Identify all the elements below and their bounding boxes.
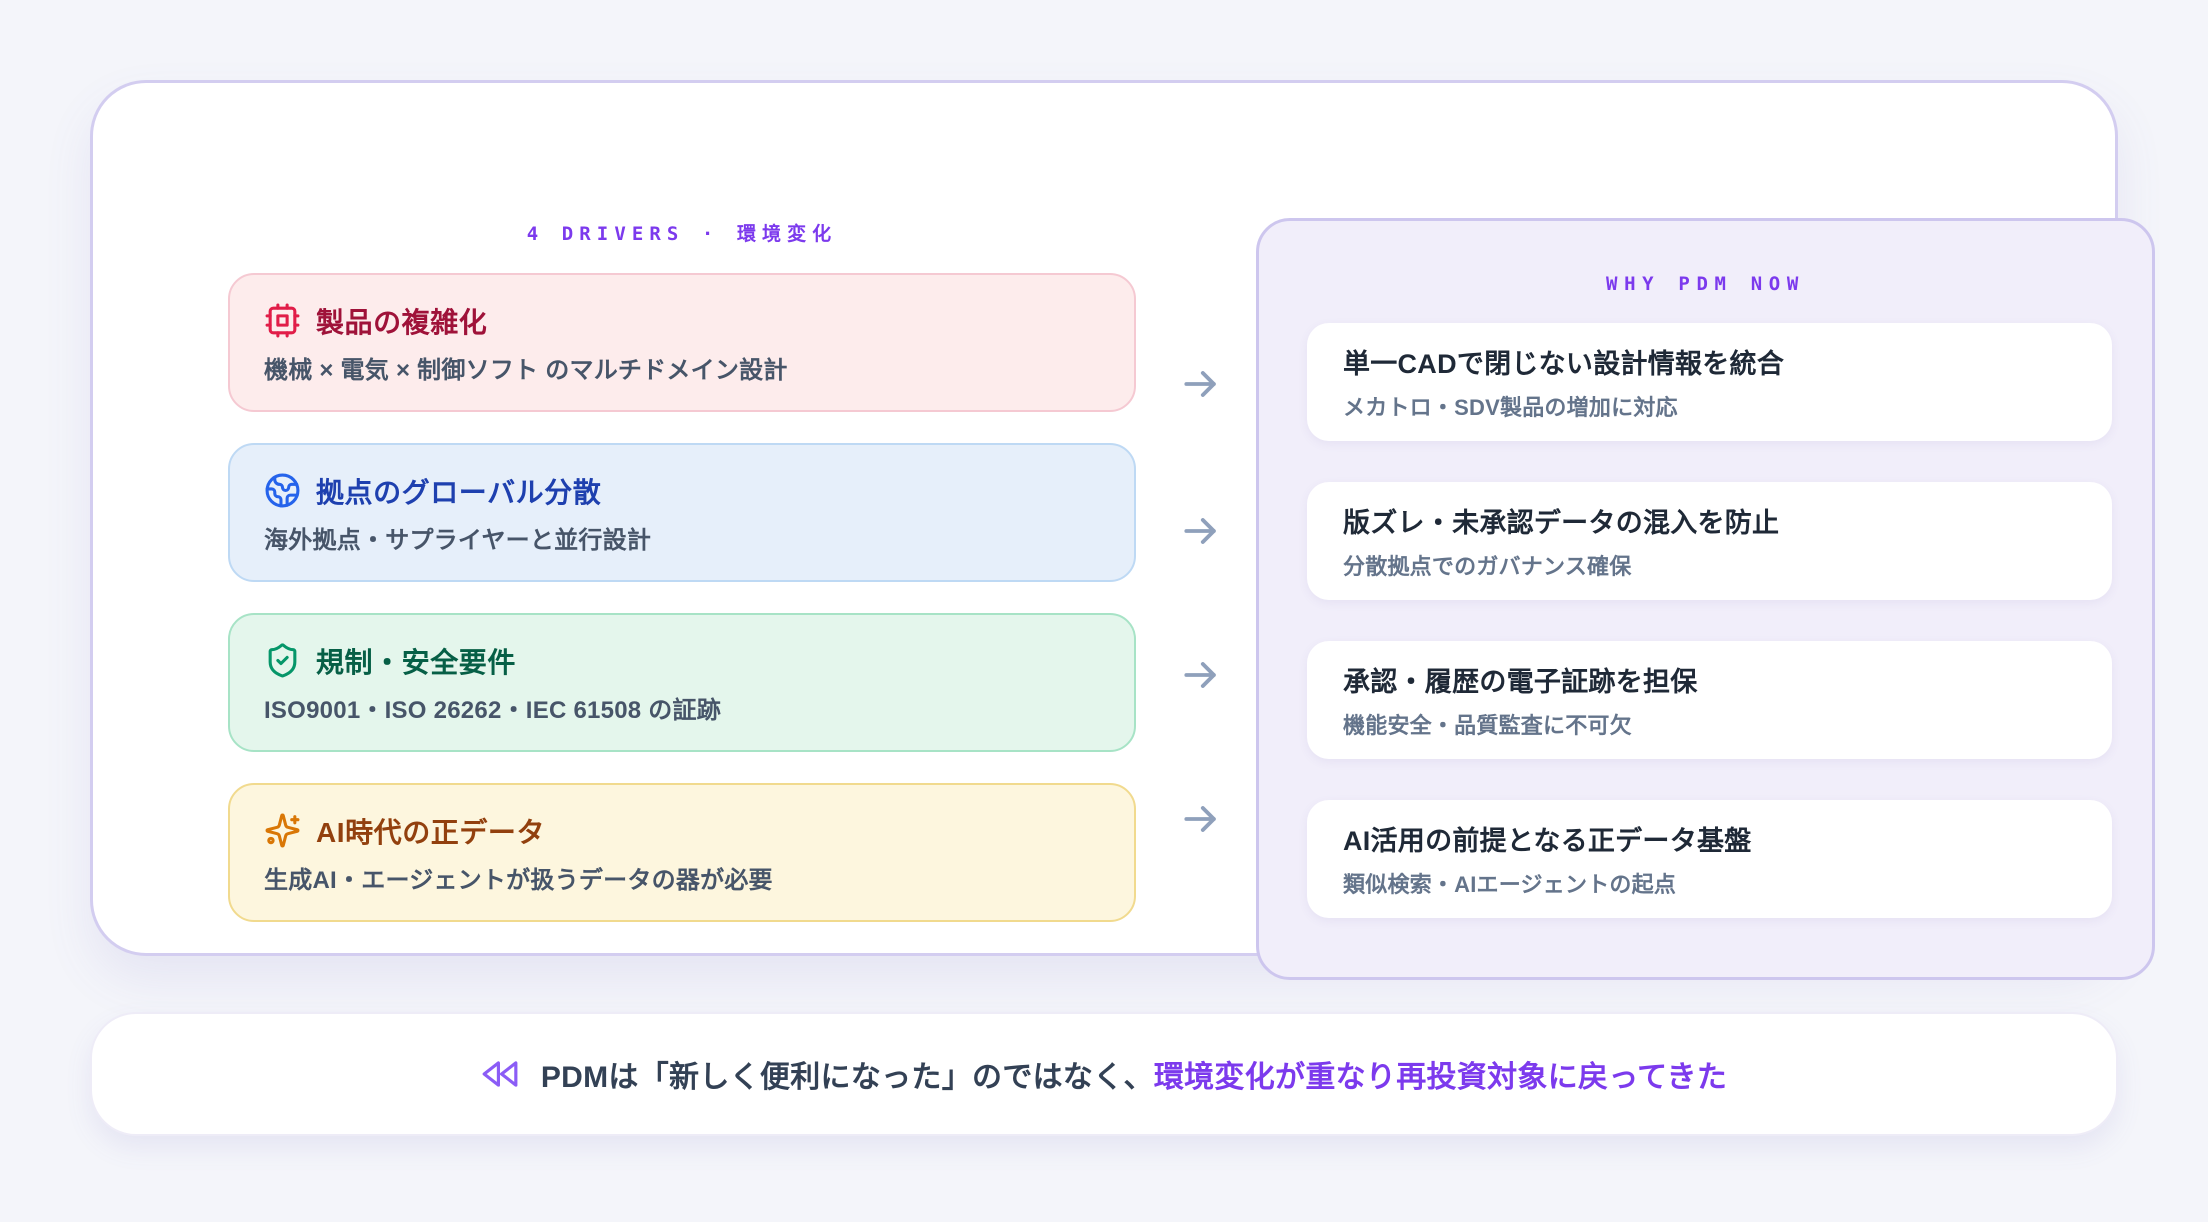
takeaway-text-highlight: 環境変化が重なり再投資対象に戻ってきた xyxy=(1153,1061,1728,1094)
rewind-icon xyxy=(482,1061,518,1087)
driver-card-title: AI時代の正データ xyxy=(316,816,546,848)
why-card-unify-design-info: 単一CADで閉じない設計情報を統合 メカトロ・SDV製品の増加に対応 xyxy=(1307,323,2112,441)
shield-check-icon xyxy=(268,643,297,678)
driver-card-product-complexity: 製品の複雑化 機械 × 電気 × 制御ソフト のマルチドメイン設計 xyxy=(228,273,1136,412)
driver-card-header: 規制・安全要件 xyxy=(264,641,1100,681)
why-card-title: AI活用の前提となる正データ基盤 xyxy=(1343,826,1752,856)
takeaway-text-plain: PDMは「新しく便利になった」のではなく、 xyxy=(540,1061,1154,1094)
sparkles-icon xyxy=(265,813,300,848)
why-card-title: 承認・履歴の電子証跡を担保 xyxy=(1343,667,1698,697)
driver-card-subtitle: ISO9001・ISO 26262・IEC 61508 の証跡 xyxy=(264,696,722,724)
why-card-prevent-version-drift: 版ズレ・未承認データの混入を防止 分散拠点でのガバナンス確保 xyxy=(1307,482,2112,600)
why-card-title: 単一CADで閉じない設計情報を統合 xyxy=(1343,349,1785,379)
driver-card-title: 規制・安全要件 xyxy=(316,646,516,678)
main-panel: 4 DRIVERS · 環境変化 製品の複雑化 機械 × 電気 × 制御ソフト … xyxy=(90,80,2155,980)
cpu-icon xyxy=(265,303,300,338)
arrow-right-icon xyxy=(1184,371,1216,397)
why-card-title: 版ズレ・未承認データの混入を防止 xyxy=(1343,508,1780,538)
driver-card-subtitle: 機械 × 電気 × 制御ソフト のマルチドメイン設計 xyxy=(264,356,788,384)
arrow-right-icon xyxy=(1184,518,1216,544)
why-card-list: 単一CADで閉じない設計情報を統合 メカトロ・SDV製品の増加に対応 版ズレ・未… xyxy=(1307,323,2112,918)
takeaway-bar: PDMは「新しく便利になった」のではなく、環境変化が重なり再投資対象に戻ってきた xyxy=(90,1012,2118,1136)
why-card-subtitle: 分散拠点でのガバナンス確保 xyxy=(1343,554,1632,579)
driver-card-title: 製品の複雑化 xyxy=(316,306,488,338)
driver-card-header: 拠点のグローバル分散 xyxy=(264,471,1100,511)
globe-icon xyxy=(265,473,300,508)
why-card-subtitle: メカトロ・SDV製品の増加に対応 xyxy=(1343,395,1678,420)
driver-card-header: 製品の複雑化 xyxy=(264,301,1100,341)
driver-card-subtitle: 生成AI・エージェントが扱うデータの器が必要 xyxy=(264,866,773,894)
arrow-right-icon xyxy=(1184,662,1216,688)
why-card-audit-trail: 承認・履歴の電子証跡を担保 機能安全・品質監査に不可欠 xyxy=(1307,641,2112,759)
driver-card-ai-master-data: AI時代の正データ 生成AI・エージェントが扱うデータの器が必要 xyxy=(228,783,1136,922)
why-panel-label: WHY PDM NOW xyxy=(1606,273,1805,295)
why-pdm-now-panel: WHY PDM NOW 単一CADで閉じない設計情報を統合 メカトロ・SDV製品… xyxy=(1256,218,2155,980)
driver-card-title: 拠点のグローバル分散 xyxy=(316,476,602,508)
driver-card-header: AI時代の正データ xyxy=(264,811,1100,851)
driver-card-global-sites: 拠点のグローバル分散 海外拠点・サプライヤーと並行設計 xyxy=(228,443,1136,582)
why-card-ai-data-foundation: AI活用の前提となる正データ基盤 類似検索・AIエージェントの起点 xyxy=(1307,800,2112,918)
takeaway-text: PDMは「新しく便利になった」のではなく、環境変化が重なり再投資対象に戻ってきた xyxy=(541,1052,1727,1096)
driver-card-regulation-safety: 規制・安全要件 ISO9001・ISO 26262・IEC 61508 の証跡 xyxy=(228,613,1136,752)
arrow-right-icon xyxy=(1184,806,1216,832)
driver-card-subtitle: 海外拠点・サプライヤーと並行設計 xyxy=(264,526,652,554)
why-card-subtitle: 機能安全・品質監査に不可欠 xyxy=(1343,713,1632,738)
why-card-subtitle: 類似検索・AIエージェントの起点 xyxy=(1343,872,1677,897)
drivers-section-label: 4 DRIVERS · 環境変化 xyxy=(526,223,838,245)
